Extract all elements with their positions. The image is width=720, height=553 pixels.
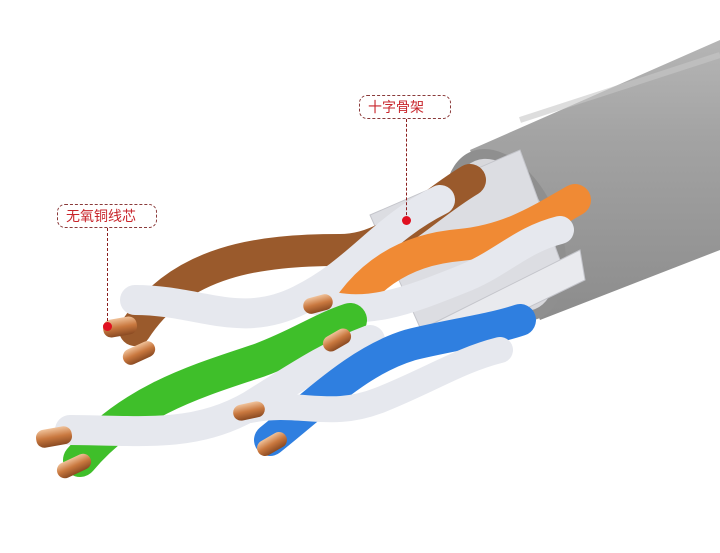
blue-pair	[237, 304, 536, 456]
callout-marker-dot	[103, 322, 112, 331]
copper-conductors	[35, 294, 352, 479]
callout-leader-line	[406, 119, 407, 220]
callout-copper-core: 无氧铜线芯	[57, 204, 157, 228]
brown-pair	[119, 164, 486, 346]
callout-leader-line	[107, 228, 108, 326]
callout-cross-separator: 十字骨架	[359, 95, 451, 119]
callout-marker-dot	[402, 216, 411, 225]
